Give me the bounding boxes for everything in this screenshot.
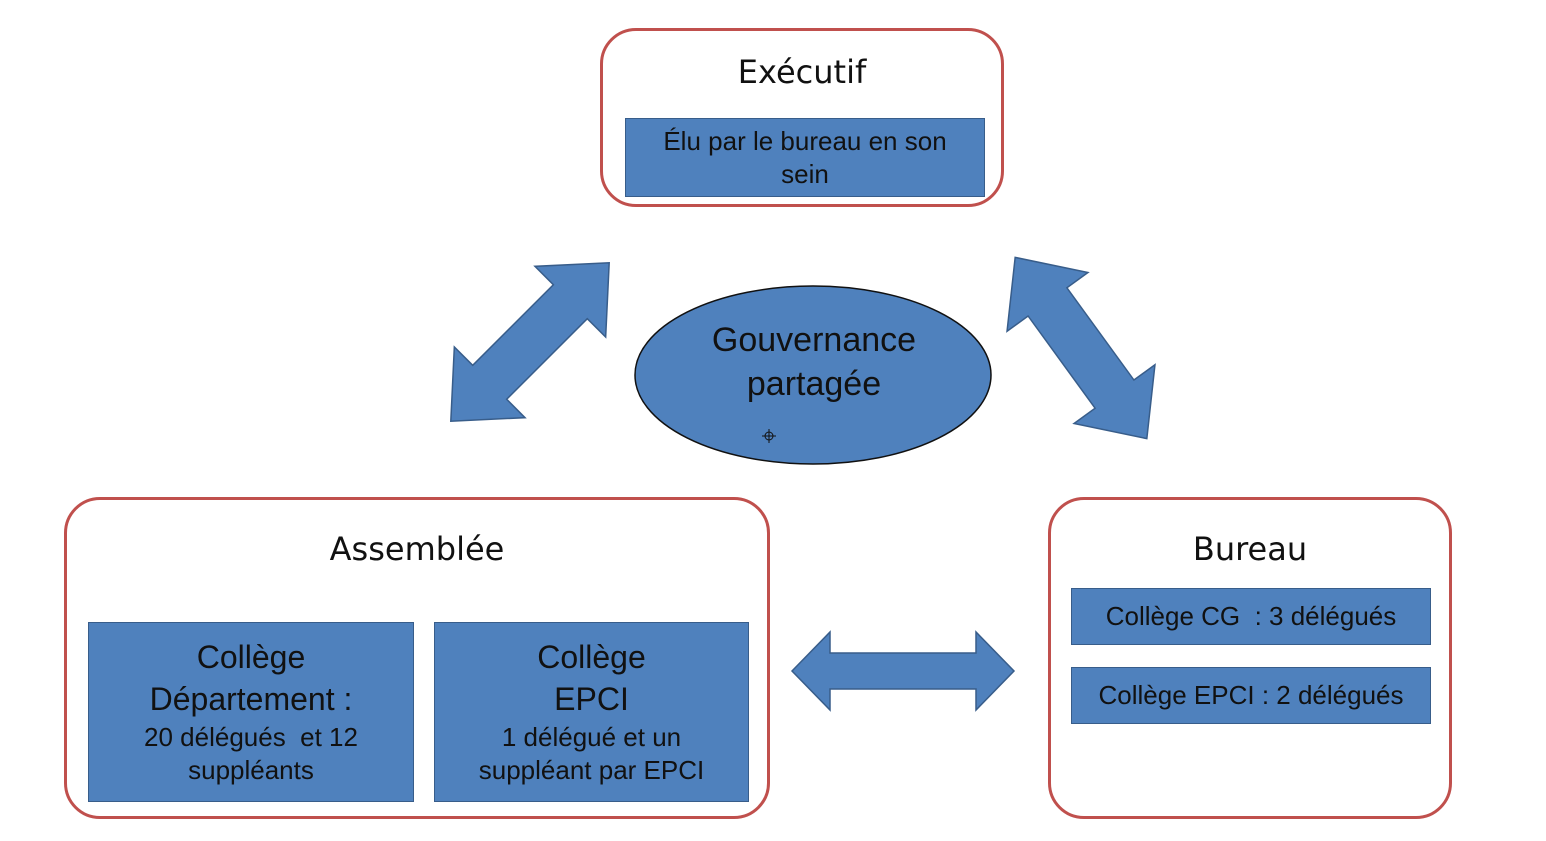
- college-departement-detail2: suppléants: [188, 754, 314, 785]
- college-epci-detail2: suppléant par EPCI: [478, 754, 705, 785]
- bureau-college-cg-box: Collège CG : 3 délégués: [1071, 588, 1431, 645]
- governance-label: Gouvernance partagée: [636, 318, 992, 406]
- college-epci-box: Collège EPCI 1 délégué et un suppléant p…: [434, 622, 749, 802]
- bureau-college-epci-text: Collège EPCI : 2 délégués: [1098, 680, 1404, 711]
- bureau-title: Bureau: [1192, 530, 1308, 568]
- executive-frame: Exécutif Élu par le bureau en son sein: [600, 28, 1004, 207]
- arrow-assembly-executive: [450, 262, 610, 422]
- bureau-frame: Bureau Collège CG : 3 délégués Collège E…: [1048, 497, 1452, 819]
- bureau-college-cg-text: Collège CG : 3 délégués: [1105, 601, 1397, 632]
- arrow-executive-bureau: [1006, 256, 1156, 440]
- college-departement-line2: Département :: [149, 680, 353, 717]
- assembly-frame: Assemblée Collège Département : 20 délég…: [64, 497, 770, 819]
- arrow-assembly-bureau: [790, 630, 1016, 712]
- college-epci-detail1: 1 délégué et un: [501, 721, 682, 752]
- anchor-marker-icon: [762, 429, 776, 443]
- governance-label-line2: partagée: [746, 365, 882, 404]
- executive-election-text: Élu par le bureau en son sein: [663, 126, 947, 189]
- college-departement-detail1: 20 délégués et 12: [144, 721, 358, 752]
- governance-ellipse: [634, 285, 992, 465]
- governance-label-line1: Gouvernance: [711, 321, 917, 359]
- college-departement-line1: Collège: [196, 639, 306, 676]
- college-departement-box: Collège Département : 20 délégués et 12 …: [88, 622, 414, 802]
- executive-election-box: Élu par le bureau en son sein: [625, 118, 985, 197]
- bureau-college-epci-box: Collège EPCI : 2 délégués: [1071, 667, 1431, 724]
- executive-title: Exécutif: [737, 53, 867, 91]
- assembly-title: Assemblée: [329, 530, 505, 568]
- college-epci-line1: Collège: [537, 639, 646, 676]
- college-epci-line2: EPCI: [554, 680, 629, 717]
